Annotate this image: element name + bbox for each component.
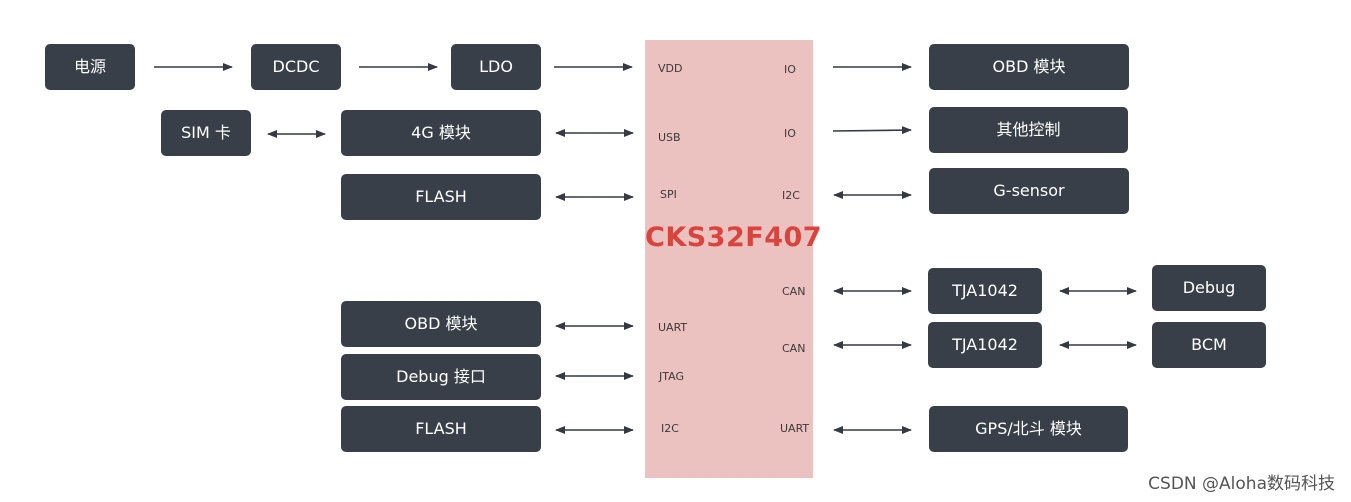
debug-port-box: Debug 接口 — [341, 354, 541, 400]
mcu-name: CKS32F407 — [645, 222, 823, 253]
ldo-box: LDO — [451, 44, 541, 90]
pin-io-2: IO — [784, 127, 796, 140]
arrow-io-other-control — [832, 126, 912, 135]
pin-uart-left: UART — [658, 321, 688, 334]
pin-uart-right: UART — [780, 422, 810, 435]
power-box: 电源 — [45, 44, 135, 90]
pin-vdd: VDD — [658, 62, 683, 75]
pin-i2c-right: I2C — [782, 189, 800, 202]
pin-usb: USB — [658, 131, 681, 144]
flash-spi-box: FLASH — [341, 174, 541, 220]
debug-can-box: Debug — [1152, 265, 1266, 311]
mcu-block — [645, 40, 813, 478]
pin-i2c-left: I2C — [661, 422, 679, 435]
bcm-box: BCM — [1152, 322, 1266, 368]
g-sensor-box: G-sensor — [929, 168, 1129, 214]
tja1042-box-1: TJA1042 — [928, 268, 1042, 314]
flash-i2c-box: FLASH — [341, 406, 541, 452]
pin-spi: SPI — [660, 188, 677, 201]
watermark-text: CSDN @Aloha数码科技 — [1148, 474, 1335, 494]
pin-jtag: JTAG — [659, 370, 684, 383]
pin-io-1: IO — [784, 63, 796, 76]
dcdc-box: DCDC — [251, 44, 341, 90]
tja1042-box-2: TJA1042 — [928, 322, 1042, 368]
pin-can-1: CAN — [782, 285, 806, 298]
obd-module-left-box: OBD 模块 — [341, 301, 541, 347]
other-control-box: 其他控制 — [929, 107, 1128, 153]
obd-module-right-box: OBD 模块 — [929, 44, 1129, 90]
pin-can-2: CAN — [782, 342, 806, 355]
sim-card-box: SIM 卡 — [161, 110, 251, 156]
4g-module-box: 4G 模块 — [341, 110, 541, 156]
gps-beidou-module-box: GPS/北斗 模块 — [929, 406, 1128, 452]
